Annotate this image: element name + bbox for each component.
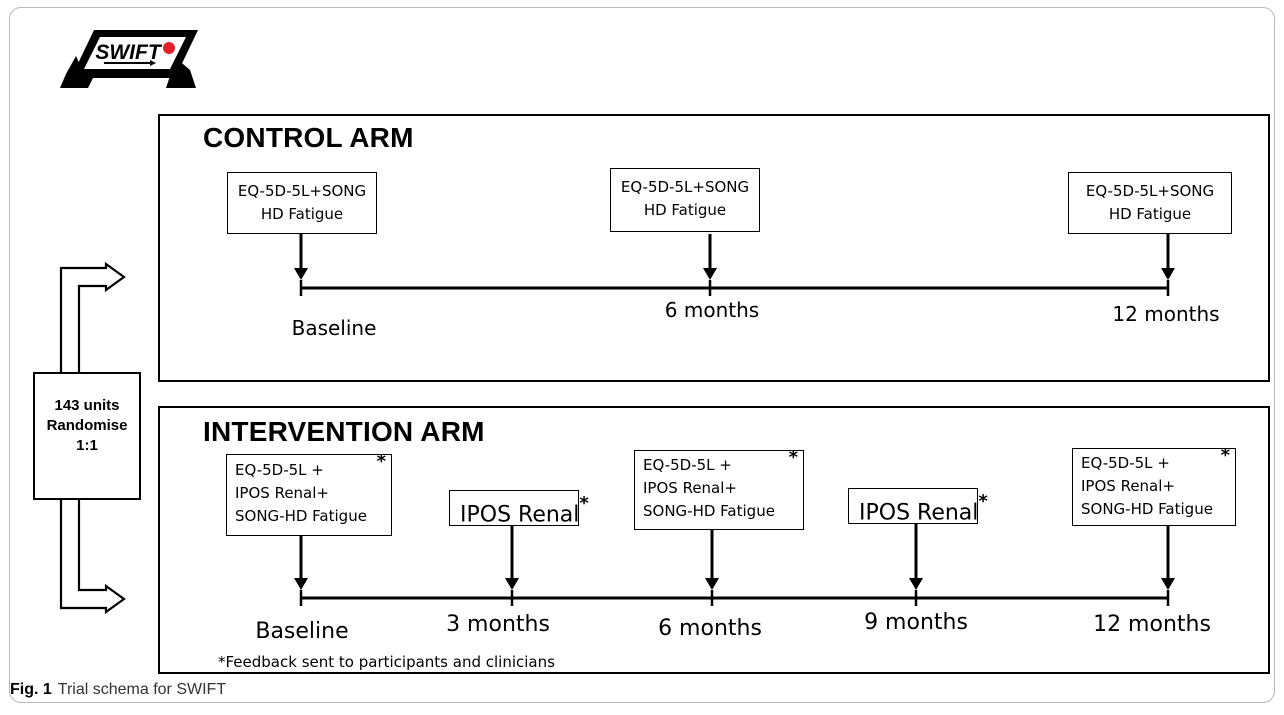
randomise-ratio: 1:1 (76, 437, 98, 454)
measure-line: IPOS Renal+ (235, 484, 329, 502)
control-measure-box-12m: EQ-5D-5L+SONG HD Fatigue (1068, 172, 1232, 234)
randomise-label: Randomise (46, 417, 128, 434)
measure-line: EQ-5D-5L+SONG (1085, 182, 1215, 200)
int-label-baseline: Baseline (255, 619, 349, 644)
control-measure-box-6m: EQ-5D-5L+SONG HD Fatigue (610, 168, 760, 232)
randomise-box: 143 units Randomise 1:1 (33, 372, 141, 500)
int-label-6m: 6 months (658, 616, 762, 641)
ipos-label: IPOS Renal (859, 500, 979, 526)
control-label-12m: 12 months (1112, 302, 1220, 326)
intervention-arm-title: INTERVENTION ARM (203, 416, 485, 447)
feedback-star: * (978, 491, 988, 512)
arrow-to-intervention (59, 500, 126, 615)
measure-line: HD Fatigue (260, 205, 344, 223)
figure-caption: Fig. 1 Trial schema for SWIFT (10, 681, 226, 699)
int-label-9m: 9 months (864, 610, 968, 635)
feedback-star: * (788, 447, 798, 468)
measure-line: SONG-HD Fatigue (1081, 500, 1213, 518)
int-measure-box-6m: EQ-5D-5L + IPOS Renal+ SONG-HD Fatigue * (634, 447, 804, 530)
int-label-3m: 3 months (446, 612, 550, 637)
control-arm-panel (158, 114, 1270, 382)
int-measure-box-baseline: EQ-5D-5L + IPOS Renal+ SONG-HD Fatigue * (226, 451, 392, 536)
arrow-to-control (59, 261, 126, 372)
swift-logo: SWIFT (60, 30, 198, 88)
figure-frame (9, 7, 1275, 703)
int-ipos-box-3m: IPOS Renal* (449, 490, 589, 528)
measure-line: EQ-5D-5L + (235, 461, 324, 479)
footnote: *Feedback sent to participants and clini… (218, 653, 555, 671)
measure-line: IPOS Renal+ (1081, 477, 1175, 495)
measure-line: HD Fatigue (643, 201, 727, 219)
control-arm-title: CONTROL ARM (203, 122, 414, 153)
int-label-12m: 12 months (1093, 612, 1211, 637)
measure-line: HD Fatigue (1108, 205, 1192, 223)
caption-text: Trial schema for SWIFT (57, 681, 227, 698)
feedback-star: * (376, 451, 386, 472)
measure-line: SONG-HD Fatigue (643, 502, 775, 520)
caption-label: Fig. 1 (10, 681, 52, 698)
feedback-star: * (579, 493, 589, 514)
int-measure-box-12m: EQ-5D-5L + IPOS Renal+ SONG-HD Fatigue * (1072, 445, 1236, 526)
measure-line: EQ-5D-5L + (1081, 454, 1170, 472)
logo-text: SWIFT (95, 41, 162, 64)
measure-line: EQ-5D-5L+SONG (237, 182, 367, 200)
measure-line: IPOS Renal+ (643, 479, 737, 497)
measure-line: SONG-HD Fatigue (235, 507, 367, 525)
randomise-units: 143 units (54, 397, 120, 414)
measure-line: EQ-5D-5L+SONG (620, 178, 750, 196)
control-label-baseline: Baseline (291, 316, 377, 340)
control-measure-box-baseline: EQ-5D-5L+SONG HD Fatigue (227, 172, 377, 234)
feedback-star: * (1220, 445, 1230, 466)
control-label-6m: 6 months (664, 298, 760, 322)
int-ipos-box-9m: IPOS Renal* (848, 488, 988, 526)
logo-red-dot (163, 42, 175, 54)
measure-line: EQ-5D-5L + (643, 456, 732, 474)
ipos-label: IPOS Renal (460, 502, 580, 528)
